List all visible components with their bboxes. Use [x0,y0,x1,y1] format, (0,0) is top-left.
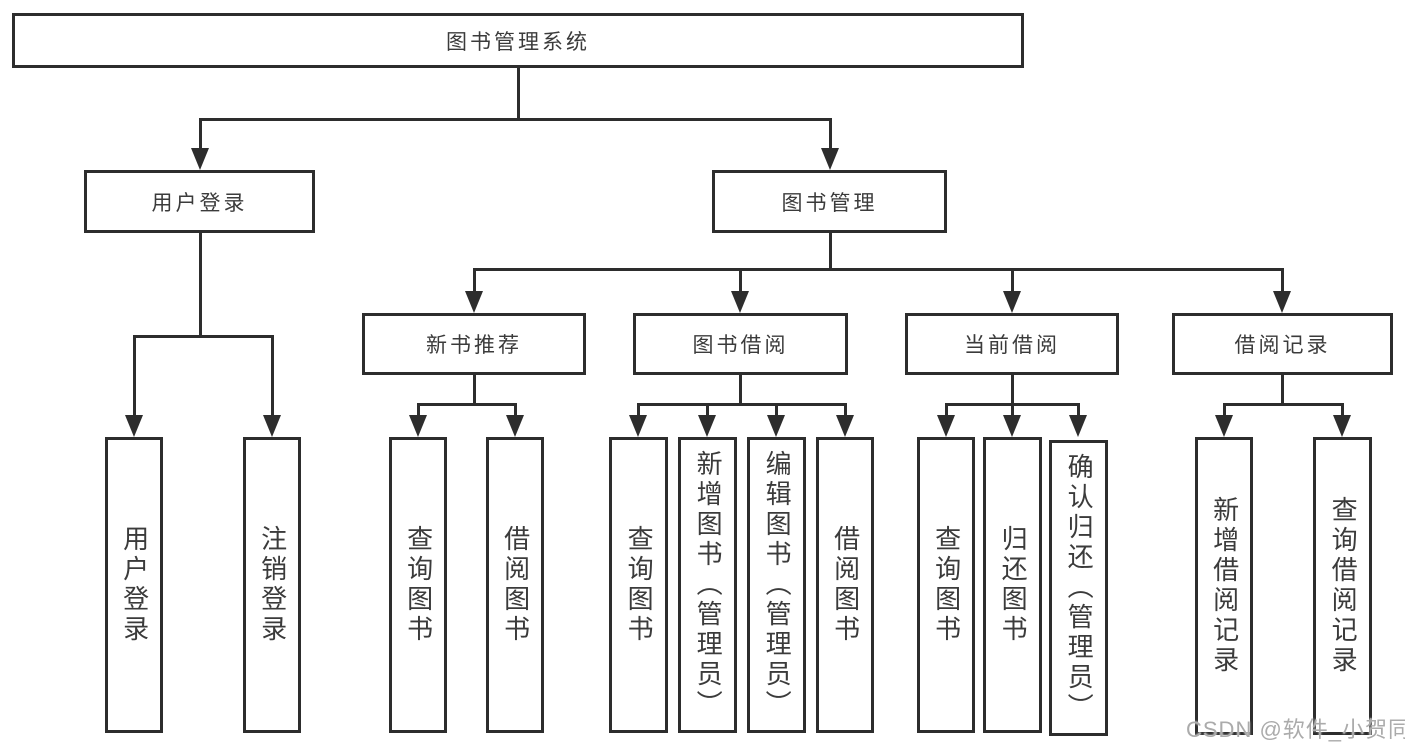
connector-line [472,269,476,293]
leaf-query-borrow-record: 查询借阅记录 [1313,437,1372,735]
leaf-query-books-borrow: 查询图书 [609,437,668,733]
arrow-down-icon [821,148,839,170]
connector-line [1340,404,1344,417]
arrow-down-icon [263,415,281,437]
connector-line [636,404,640,417]
connector-borrow-records-stem [1280,375,1284,406]
leaf-logout-login-label: 注销登录 [257,525,288,645]
node-book-management: 图书管理 [712,170,947,233]
connector-line [828,119,832,150]
leaf-edit-books-admin: 编辑图书（管理员） [747,437,806,733]
leaf-add-borrow-record: 新增借阅记录 [1195,437,1253,735]
leaf-borrow-books-newbook: 借阅图书 [486,437,544,733]
connector-line [738,269,742,293]
arrow-down-icon [767,415,785,437]
node-borrowing-records-label: 借阅记录 [1234,334,1331,357]
arrow-down-icon [465,291,483,313]
leaf-add-books-admin-label: 新增图书（管理员） [693,450,724,720]
node-root: 图书管理系统 [12,13,1024,68]
arrow-down-icon [698,415,716,437]
leaf-user-login: 用户登录 [105,437,163,733]
node-book-borrowing-label: 图书借阅 [692,334,789,357]
arrow-down-icon [836,415,854,437]
node-book-borrowing: 图书借阅 [633,313,848,375]
leaf-add-borrow-record-label: 新增借阅记录 [1209,496,1240,676]
arrow-down-icon [1333,415,1351,437]
leaf-query-books-borrow-label: 查询图书 [624,525,655,645]
arrow-down-icon [1003,415,1021,437]
arrow-down-icon [191,148,209,170]
node-user-login: 用户登录 [84,170,315,233]
leaf-edit-books-admin-label: 编辑图书（管理员） [762,450,793,720]
connector-current-borrow-stem [1010,375,1014,406]
connector-new-book-rail [416,403,517,406]
node-current-borrowing-label: 当前借阅 [964,334,1060,357]
connector-user-login-stem [198,233,202,337]
arrow-down-icon [1273,291,1291,313]
arrow-down-icon [629,415,647,437]
leaf-user-login-label: 用户登录 [119,525,150,645]
leaf-query-books-newbook: 查询图书 [389,437,447,733]
leaf-return-books: 归还图书 [983,437,1042,733]
arrow-down-icon [1215,415,1233,437]
node-root-label: 图书管理系统 [446,30,590,54]
connector-line [1010,404,1014,417]
connector-root-stem [516,68,520,121]
connector-line [416,404,420,417]
connector-user-login-rail [132,335,274,338]
connector-line [1222,404,1226,417]
csdn-watermark: CSDN @软件_小贺同学 [1186,717,1405,742]
connector-line [705,404,709,417]
connector-line [774,404,778,417]
arrow-down-icon [1003,291,1021,313]
leaf-confirm-return-admin-label: 确认归还（管理员） [1064,453,1095,723]
leaf-query-books-newbook-label: 查询图书 [403,525,434,645]
arrow-down-icon [731,291,749,313]
arrow-down-icon [125,415,143,437]
node-new-book-recommendation-label: 新书推荐 [426,334,522,357]
arrow-down-icon [937,415,955,437]
leaf-logout-login: 注销登录 [243,437,301,733]
leaf-borrow-books-newbook-label: 借阅图书 [500,525,531,645]
connector-line [944,404,948,417]
node-borrowing-records: 借阅记录 [1172,313,1393,375]
node-user-login-label: 用户登录 [151,191,248,215]
leaf-borrow-books-borrow-label: 借阅图书 [830,525,861,645]
leaf-borrow-books-borrow: 借阅图书 [816,437,874,733]
connector-root-rail [198,118,832,121]
node-current-borrowing: 当前借阅 [905,313,1119,375]
leaf-query-borrow-record-label: 查询借阅记录 [1328,496,1359,676]
connector-book-management-stem [828,233,832,270]
connector-book-borrow-rail [636,403,847,406]
connector-line [1280,269,1284,293]
leaf-confirm-return-admin: 确认归还（管理员） [1049,440,1108,736]
arrow-down-icon [409,415,427,437]
leaf-query-books-current-label: 查询图书 [931,525,962,645]
leaf-query-books-current: 查询图书 [917,437,975,733]
connector-line [1010,269,1014,293]
connector-borrow-records-rail [1222,403,1344,406]
connector-line [132,336,136,417]
connector-new-book-stem [472,375,476,406]
connector-line [843,404,847,417]
leaf-add-books-admin: 新增图书（管理员） [678,437,737,733]
node-new-book-recommendation: 新书推荐 [362,313,586,375]
node-book-management-label: 图书管理 [781,191,878,215]
connector-line [1076,404,1080,417]
connector-book-borrow-stem [738,375,742,406]
connector-line [270,336,274,417]
connector-line [513,404,517,417]
arrow-down-icon [1069,415,1087,437]
arrow-down-icon [506,415,524,437]
leaf-return-books-label: 归还图书 [998,525,1029,645]
connector-line [198,119,202,150]
connector-book-management-rail [472,268,1284,271]
